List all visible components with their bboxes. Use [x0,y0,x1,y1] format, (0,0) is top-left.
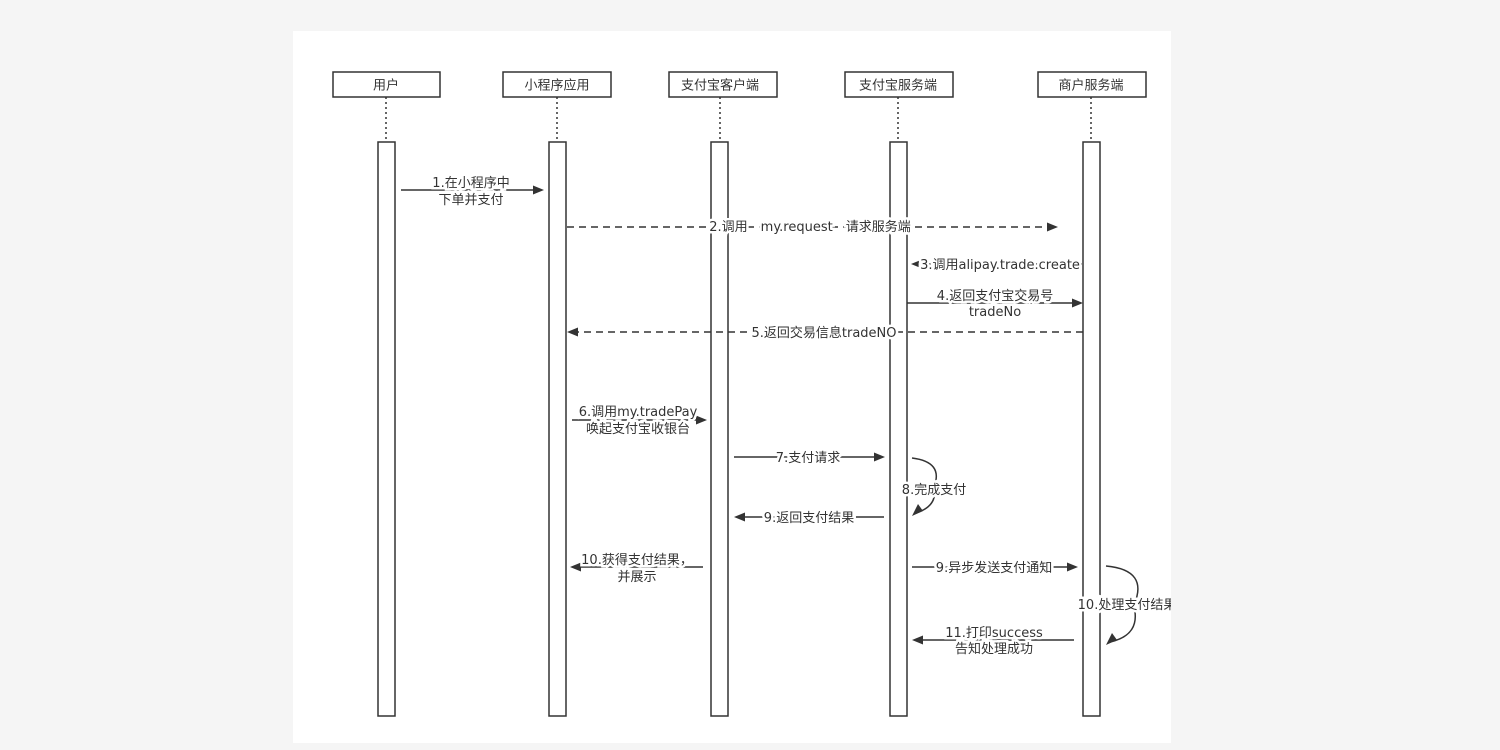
activation-bar [1082,141,1101,717]
arrow-head [912,635,923,645]
message-label: 下单并支付 [438,193,503,208]
arrow-head [1106,633,1117,645]
message-m6: 6.调用my.tradePay 唤起支付宝收银台 [572,403,707,440]
self-call-arc [911,457,938,514]
message-label: 10.处理支付结果 [1078,598,1177,613]
participant-header [1037,71,1147,98]
message-label: 9.返回支付结果 [764,511,854,526]
message-label: 唤起支付宝收银台 [586,422,690,437]
message-label: 3.调用alipay.trade.create [920,258,1080,273]
activation-bar [710,141,729,717]
activation-bar [377,141,396,717]
message-label: 告知处理成功 [955,641,1033,657]
message-label: 1.在小程序中 [432,176,509,191]
message-m5: 5.返回交易信息tradeNO [567,323,1083,344]
activation-bar [889,141,908,717]
participant-miniapp: 小程序应用 [502,71,612,717]
participant-label: 商户服务端 [1058,78,1123,94]
arrow-head [533,185,544,195]
participant-header [332,71,441,98]
message-m8: 8.完成支付 [899,457,969,516]
message-m10a: 10.获得支付结果， 并展示 [570,550,703,588]
message-m9b: 9.异步发送支付通知 [912,558,1078,579]
participant-merchant_server: 商户服务端 [1037,71,1147,717]
message-m7: 7.支付请求 [734,449,885,469]
diagram-card [293,31,1171,743]
message-label: 7.支付请求 [776,451,840,466]
activation-bar [548,141,567,717]
participant-header [844,71,954,98]
message-m9a: 9.返回支付结果 [734,509,884,529]
arrow-head [874,452,885,462]
participant-user: 用户 [332,71,441,717]
message-label: tradeNo [969,305,1021,320]
message-label: 5.返回交易信息tradeNO [751,325,896,341]
arrow-head [696,415,707,425]
message-label: 9.异步发送支付通知 [936,560,1052,576]
self-call-arc [1105,565,1139,643]
participant-header [502,71,612,98]
participant-alipay_server: 支付宝服务端 [844,71,954,717]
participant-header [668,71,778,98]
participant-alipay_client: 支付宝客户端 [668,71,778,717]
arrow-head [1047,222,1058,232]
message-label: 8.完成支付 [902,483,966,498]
arrow-head [734,512,745,522]
arrow-head [570,562,581,572]
arrow-head [567,327,578,337]
message-label: 11.打印success [945,626,1043,641]
message-label: 2.调用 my.request 请求服务端 [709,219,910,235]
arrow-head [911,259,922,269]
message-m10b: 10.处理支付结果 [1075,565,1177,645]
arrow-head [912,504,923,516]
participant-label: 支付宝服务端 [859,78,937,94]
participant-label: 小程序应用 [524,78,589,94]
message-label: 并展示 [617,570,656,585]
message-m2: 2.调用 my.request 请求服务端 [567,217,1058,238]
message-label: 10.获得支付结果， [581,552,693,568]
arrow-head [1072,298,1083,308]
arrow-head [1067,562,1078,572]
message-m3: 3.调用alipay.trade.create [911,256,1082,276]
participant-label: 支付宝客户端 [681,78,759,94]
message-label: 6.调用my.tradePay [579,405,698,420]
message-label: 4.返回支付宝交易号 [937,288,1053,304]
participant-label: 用户 [373,78,399,94]
